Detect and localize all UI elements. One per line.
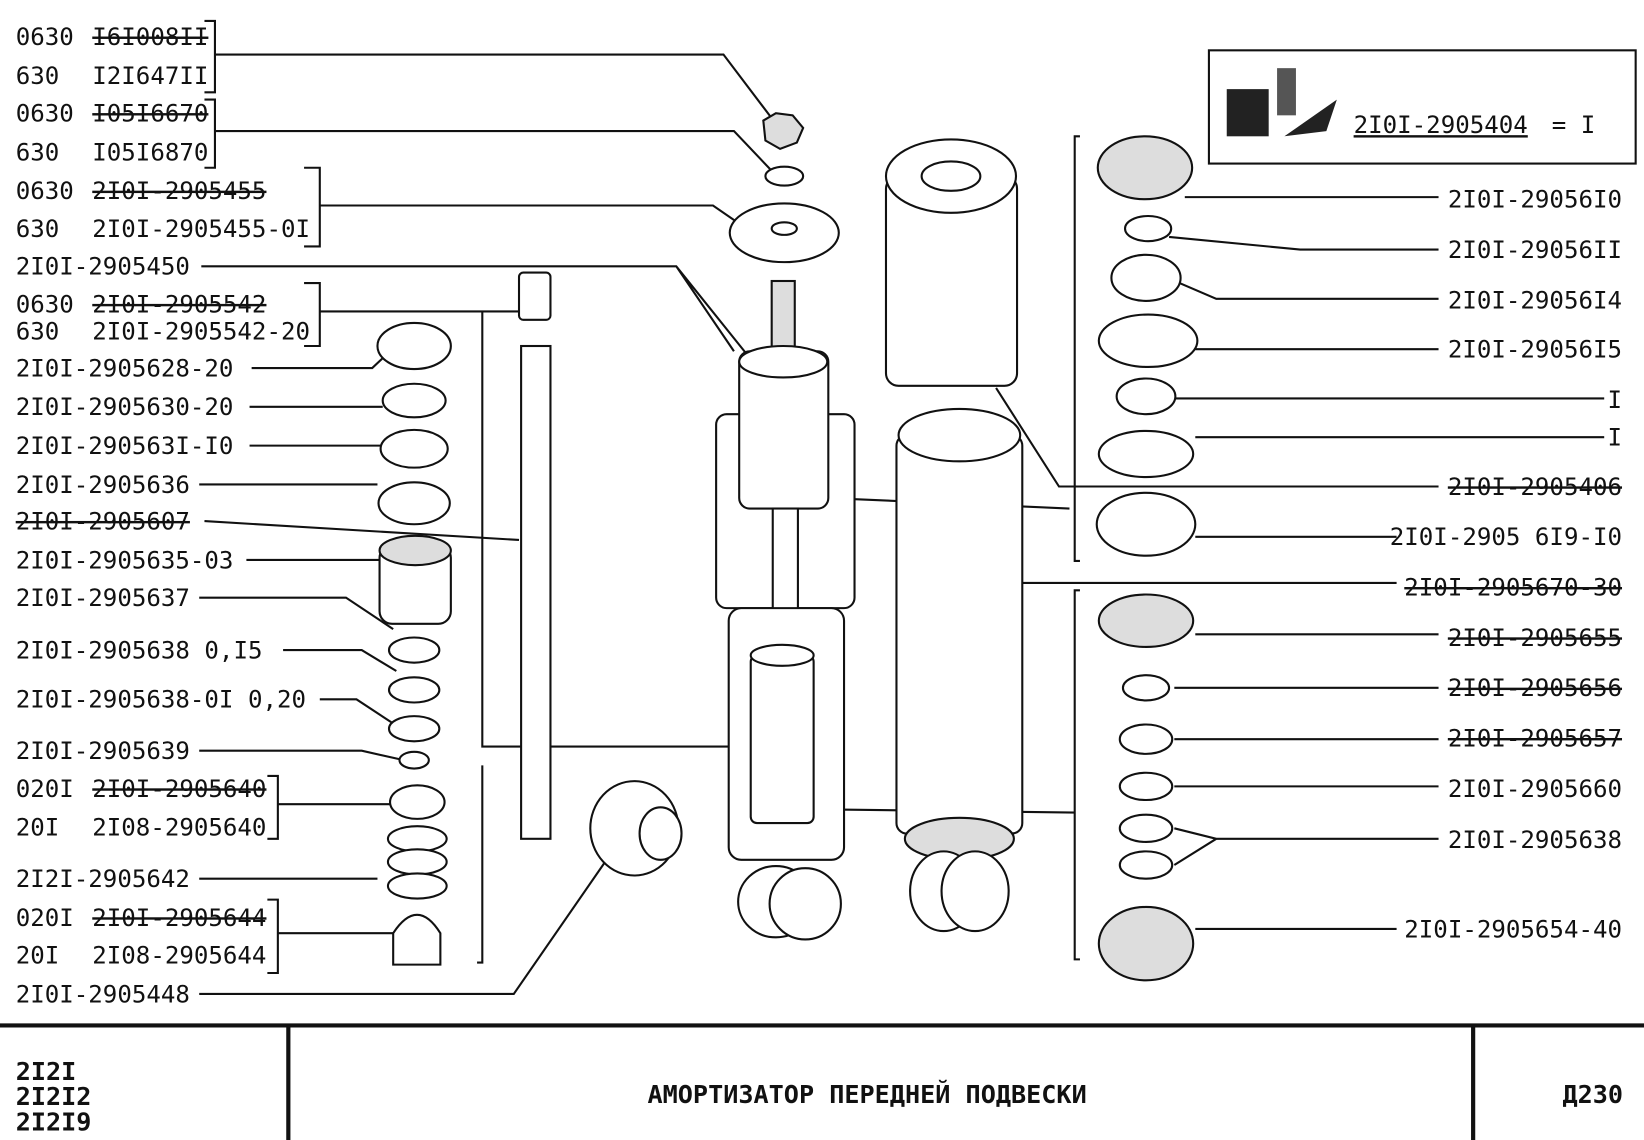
nut [762,112,805,151]
leader-lines [199,19,1605,996]
part-number-label: 2I0I-29056II [1448,236,1622,264]
part-number-label: 2I0I-2905638-0I 0,20 [16,686,306,714]
part-number-label: 2I0I-2905670-30 [1404,574,1622,602]
part-number-label: 2I0I-2905630-20 [16,393,234,421]
inset-kit-box: 2I0I-2905404 = I [1207,49,1637,165]
cover-and-tube [884,138,1024,933]
part-number-label: 2I0I-2905406 [1448,473,1622,501]
part-number-label: 2I0I-290563I-I0 [16,432,234,460]
model-2: 2I2I2 [16,1082,92,1111]
label-code: 020I [16,775,74,803]
part-number-label: 2I0I-2905455 [92,177,266,205]
label-code: 630 [16,62,60,90]
label-code: 20I [16,942,60,970]
part-number-label: 2I0I-2905656 [1448,674,1622,702]
part-number-label: 2I0I-2905655 [1448,624,1622,652]
bushing [517,271,552,321]
left-parts-column [376,271,683,966]
label-code: 020I [16,904,74,932]
part-number-label: I05I6670 [92,100,208,128]
part-number-label: 2I0I-2905542 [92,290,266,318]
part-number-label: 2I0I-2905654-40 [1404,915,1622,943]
part-number-label: I [1608,424,1623,452]
page-number: Д230 [1562,1080,1623,1109]
label-code: 0630 [16,177,74,205]
part-number-label: 2I2I-2905642 [16,865,190,893]
part-number-label: 2I0I-2905635-03 [16,546,234,574]
part-number-label: 2I0I-2905607 [16,507,190,535]
inset-part-number: 2I0I-2905404 [1354,111,1528,139]
part-number-label: I2I647II [92,62,208,90]
part-number-label: 2I0I-2905638 [1448,826,1622,854]
part-number-label: 2I0I-2905660 [1448,775,1622,803]
model-1: 2I2I [16,1057,77,1086]
label-code: 630 [16,138,60,166]
part-number-label: 2I08-2905644 [92,942,266,970]
title-block: 2I2I 2I2I2 2I2I9 АМОРТИЗАТОР ПЕРЕДНЕЙ ПО… [0,1023,1644,1140]
model-3: 2I2I9 [16,1107,92,1136]
part-number-label: I05I6870 [92,138,208,166]
spring [386,825,448,853]
part-number-label: I [1608,386,1623,414]
part-number-label: 2I0I-2905636 [16,471,190,499]
inner-cylinder [749,654,815,825]
part-number-label: 2I0I-2905644 [92,904,266,932]
part-number-label: 2I0I-2905542-20 [92,318,310,346]
part-number-label: 2I0I-2905639 [16,737,190,765]
right-labels: 2I0I-29056I0 2I0I-29056II 2I0I-29056I4 2I0I… [1390,186,1622,944]
label-code: 630 [16,318,60,346]
part-number-label: 2I0I-2905637 [16,584,190,612]
part-number-label: 2I08-2905640 [92,814,266,842]
bump-stop [392,913,442,966]
part-number-label: I6I008II [92,23,208,51]
label-code: 630 [16,215,60,243]
label-code: 0630 [16,23,74,51]
label-code: 20I [16,814,60,842]
rod-spare [520,344,552,840]
part-number-label: 2I0I-2905450 [16,253,190,281]
part-number-label: 2I0I-2905640 [92,775,266,803]
rod-thread [770,279,796,356]
part-number-label: 2I0I-29056I5 [1448,336,1622,364]
page-title: АМОРТИЗАТОР ПЕРЕДНЕЙ ПОДВЕСКИ [648,1080,1087,1109]
part-number-label: 2I0I-2905 6I9-I0 [1390,523,1622,551]
kit-icon [1226,89,1269,137]
label-code: 0630 [16,100,74,128]
label-code: 0630 [16,290,74,318]
spring-washer [764,165,805,187]
part-number-label: 2I0I-2905657 [1448,725,1622,753]
outer-tube [895,434,1024,835]
cap [376,321,452,371]
part-number-label: 2I0I-2905448 [16,980,190,1008]
right-parts-column [1095,135,1199,982]
part-number-label: 2I0I-2905628-20 [16,354,234,382]
shock-absorber-assembly [715,112,856,941]
part-number-label: 2I0I-2905638 0,I5 [16,636,263,664]
part-number-label: 2I0I-29056I4 [1448,286,1622,314]
part-number-label: 2I0I-2905455-0I [92,215,310,243]
inset-equals: = I [1552,111,1596,139]
part-number-label: 2I0I-29056I0 [1448,186,1622,214]
